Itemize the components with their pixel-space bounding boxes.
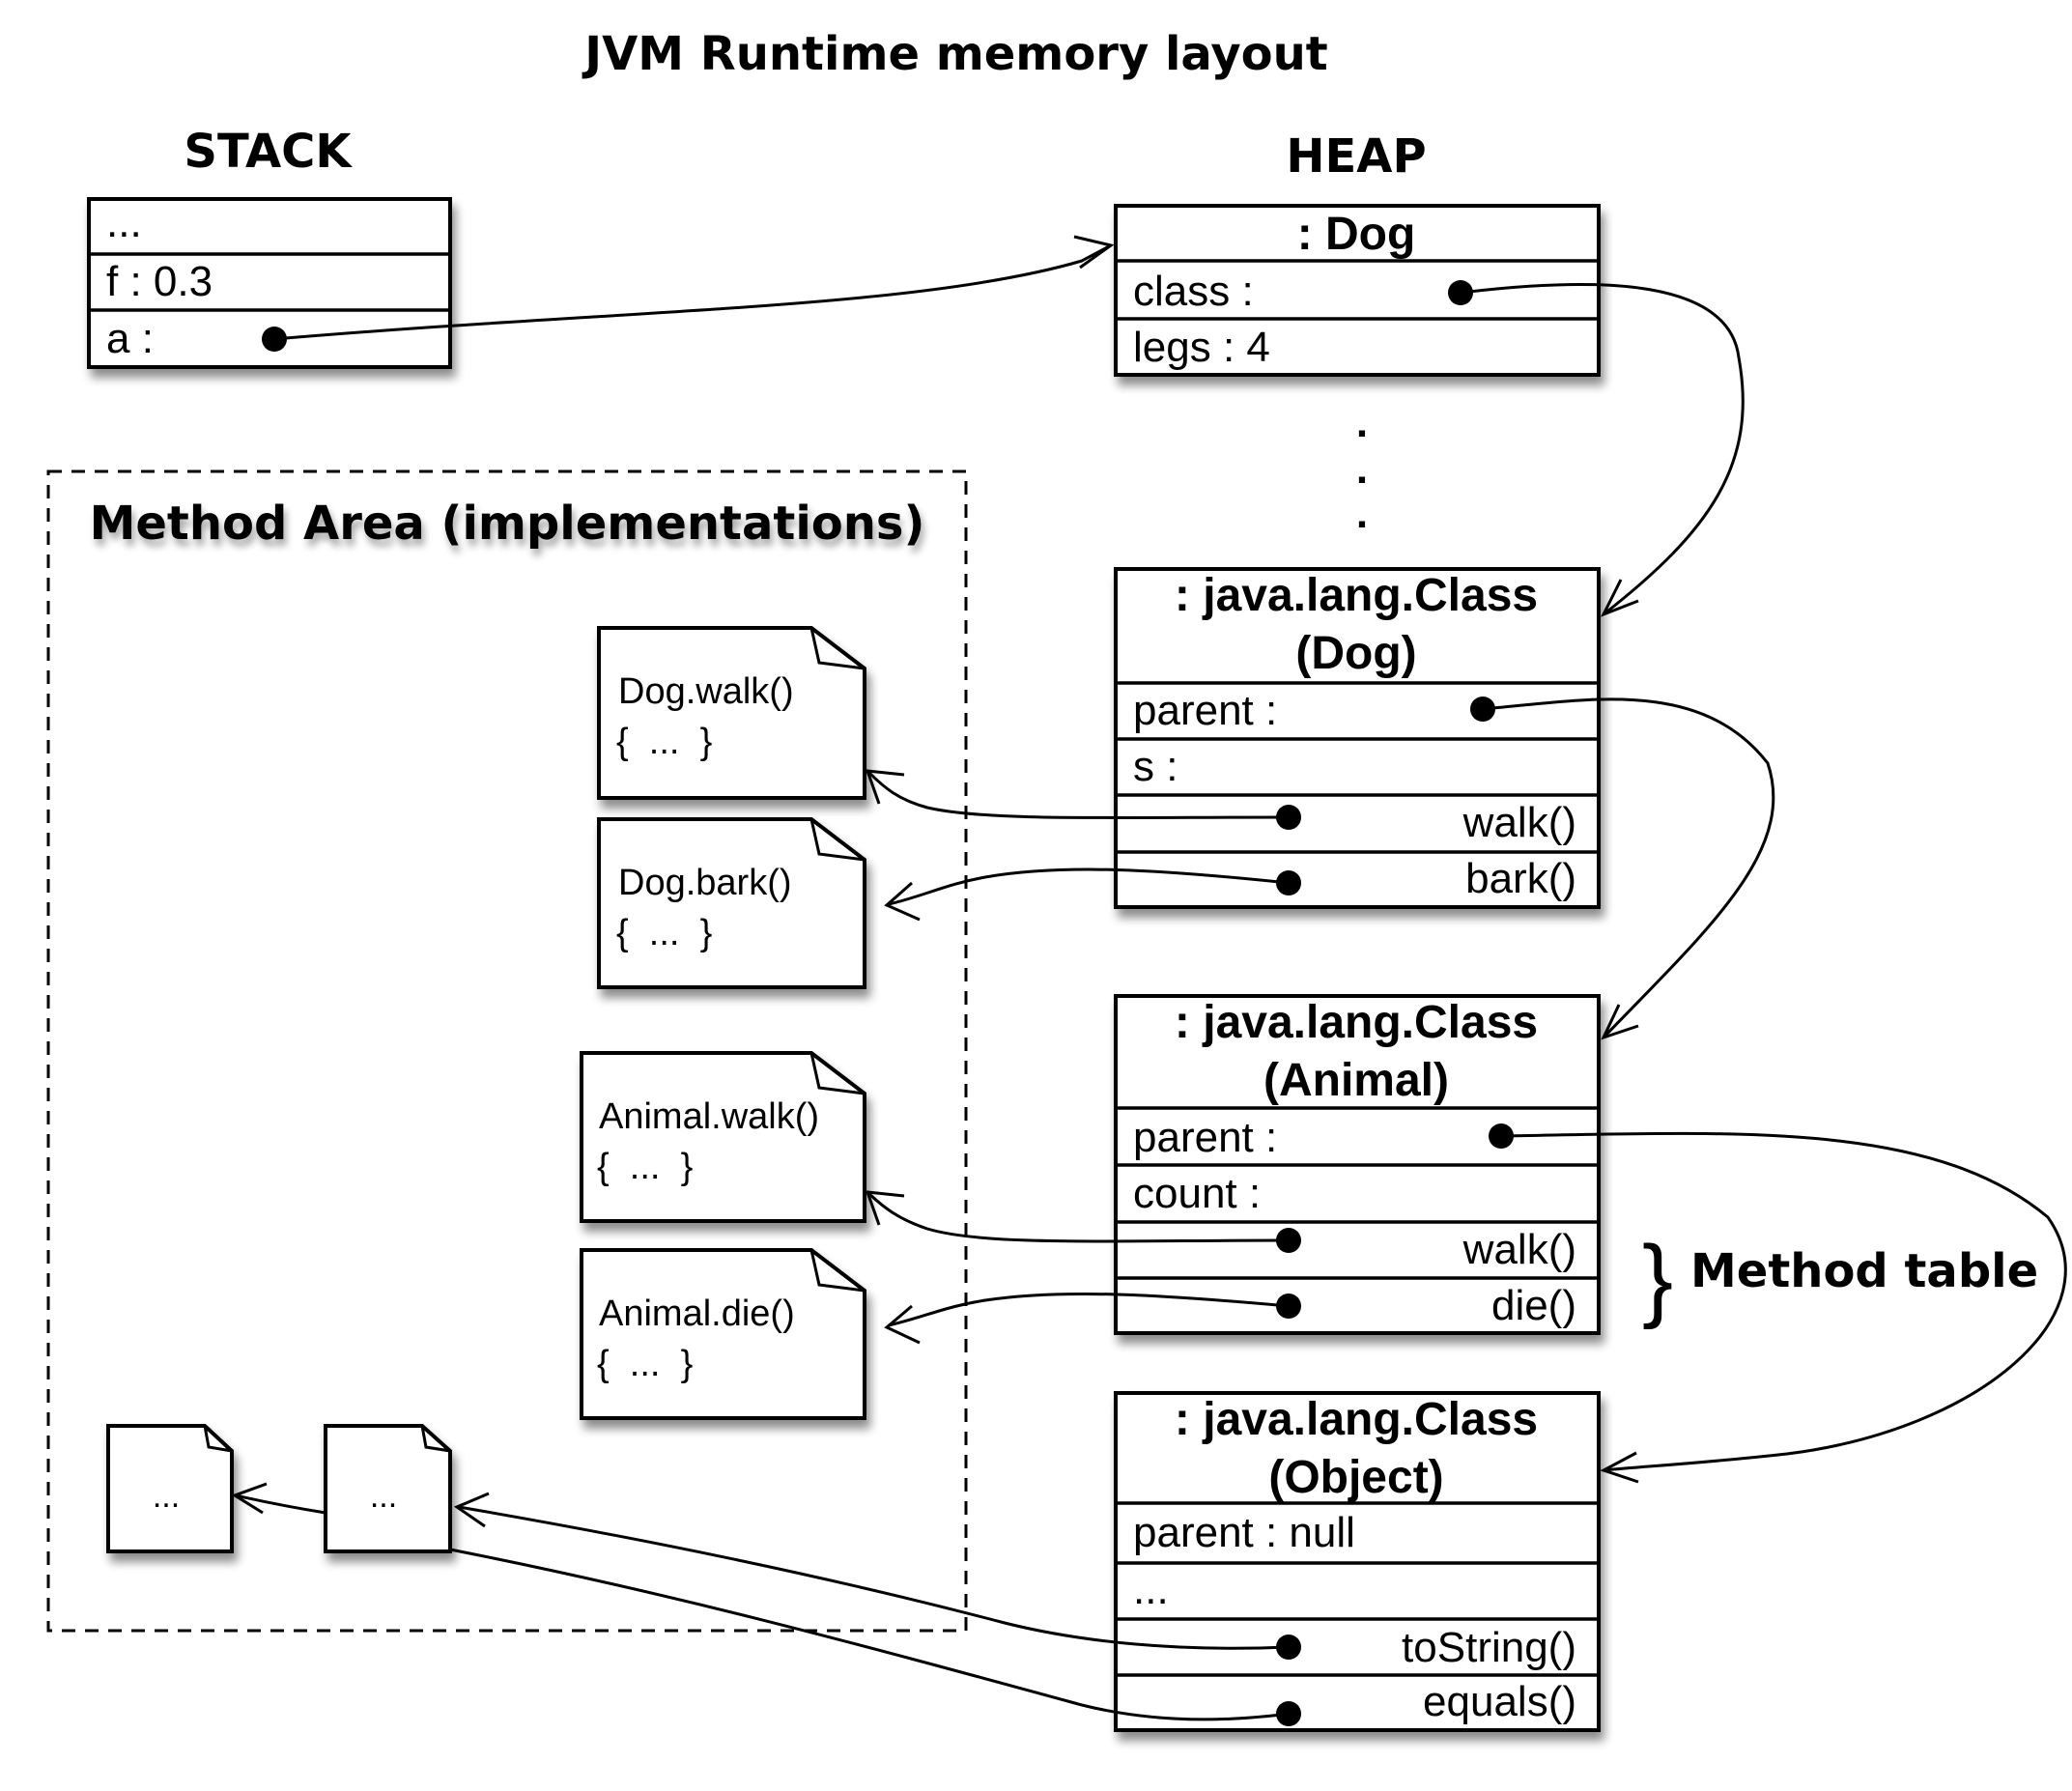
dot-dog-class-parent bbox=[1470, 696, 1495, 722]
arrowhead-animal-walk bbox=[865, 1190, 905, 1226]
animal-class-row-parent: parent : bbox=[1133, 1114, 1277, 1161]
arrow-dog-bark bbox=[888, 867, 1290, 906]
arrow-dog-walk bbox=[867, 771, 1290, 820]
arrowhead-a-to-dog bbox=[1073, 235, 1115, 270]
heap-ellipsis-dot-2: . bbox=[1356, 445, 1368, 493]
dog-object-header: : Dog bbox=[1297, 209, 1416, 260]
arrowhead-dog-parent-to-animal bbox=[1601, 1004, 1639, 1040]
arrow-misc2-to-misc1 bbox=[235, 1493, 326, 1515]
dog-object-row-legs: legs : 4 bbox=[1133, 324, 1270, 371]
arrowhead-dog-walk bbox=[865, 769, 905, 805]
stack-row-a: a : bbox=[106, 315, 154, 362]
heap-ellipsis-dot-3: . bbox=[1356, 490, 1368, 537]
arrowhead-misc2-to-misc1 bbox=[231, 1482, 268, 1515]
method-area-label: Method Area (implementations) bbox=[90, 497, 925, 551]
stack-row-f: f : 0.3 bbox=[106, 258, 213, 305]
dog-class-header-line1: : java.lang.Class bbox=[1175, 570, 1538, 621]
object-class-header-line1: : java.lang.Class bbox=[1175, 1394, 1538, 1445]
dot-object-class-tostring bbox=[1276, 1635, 1301, 1660]
dot-dog-class-walk bbox=[1276, 805, 1301, 830]
dog-class-row-bark: bark() bbox=[1465, 855, 1576, 902]
animal-class-header-line2: (Animal) bbox=[1263, 1055, 1449, 1106]
dog-object-row-class: class : bbox=[1133, 268, 1254, 315]
dog-class-row-s: s : bbox=[1133, 743, 1178, 790]
stack-header: STACK bbox=[184, 125, 353, 179]
stack-row-ellipsis: ... bbox=[106, 199, 142, 246]
note-dog-bark: Dog.bark() { ... } bbox=[597, 817, 866, 989]
reference-arrows bbox=[231, 235, 2067, 1721]
note-dog-walk: Dog.walk() { ... } bbox=[597, 626, 866, 800]
arrow-class-to-dog-class bbox=[1460, 282, 1745, 616]
arrow-animal-walk bbox=[867, 1192, 1290, 1243]
object-class-row-ellipsis: ... bbox=[1133, 1566, 1169, 1613]
dot-object-class-equals bbox=[1276, 1701, 1301, 1726]
heap-ellipsis-dot-1: . bbox=[1356, 399, 1368, 446]
dot-animal-class-parent bbox=[1489, 1123, 1514, 1149]
arrowhead-animal-parent-to-object bbox=[1600, 1451, 1639, 1484]
animal-class-row-die: die() bbox=[1491, 1282, 1576, 1329]
dog-object-box bbox=[1114, 204, 1601, 377]
method-table-brace: } bbox=[1642, 1227, 1673, 1330]
arrowhead-animal-die bbox=[884, 1304, 921, 1345]
object-class-row-equals: equals() bbox=[1423, 1678, 1576, 1725]
dot-dog-class-bark bbox=[1276, 870, 1301, 896]
note-misc-1-name: ... bbox=[153, 1478, 180, 1515]
dot-dog-class bbox=[1448, 280, 1473, 305]
object-class-row-tostring: toString() bbox=[1402, 1624, 1576, 1671]
animal-class-header-line1: : java.lang.Class bbox=[1175, 997, 1538, 1048]
stack-frame bbox=[87, 197, 452, 369]
arrow-tostring bbox=[458, 1505, 1290, 1650]
method-area-container bbox=[46, 469, 968, 1633]
object-class-row-parent: parent : null bbox=[1133, 1509, 1355, 1556]
note-animal-die: Animal.die() { ... } bbox=[580, 1248, 866, 1420]
note-dog-bark-body: { ... } bbox=[616, 913, 712, 953]
method-table-label: Method table bbox=[1690, 1244, 2038, 1298]
arrowhead-dog-bark bbox=[884, 881, 921, 922]
note-misc-2: ... bbox=[324, 1424, 452, 1553]
note-dog-bark-name: Dog.bark() bbox=[618, 863, 792, 903]
note-misc-2-name: ... bbox=[370, 1478, 397, 1515]
arrowhead-tostring bbox=[453, 1492, 490, 1528]
arrow-dog-parent-to-animal bbox=[1482, 697, 1775, 1039]
note-animal-walk-name: Animal.walk() bbox=[599, 1096, 819, 1137]
arrow-animal-parent-to-object bbox=[1500, 1131, 2067, 1472]
note-animal-die-body: { ... } bbox=[597, 1344, 693, 1384]
note-animal-walk-body: { ... } bbox=[597, 1147, 693, 1187]
dog-class-header-line2: (Dog) bbox=[1295, 628, 1416, 679]
dot-animal-class-die bbox=[1276, 1294, 1301, 1319]
heap-header: HEAP bbox=[1286, 129, 1426, 184]
arrowhead-class-to-dog-class bbox=[1600, 579, 1639, 617]
dot-stack-a bbox=[262, 327, 287, 352]
animal-class-row-count: count : bbox=[1133, 1170, 1261, 1217]
dog-class-row-parent: parent : bbox=[1133, 687, 1277, 734]
note-animal-die-name: Animal.die() bbox=[599, 1294, 795, 1334]
note-animal-walk: Animal.walk() { ... } bbox=[580, 1051, 866, 1223]
arrow-animal-die bbox=[888, 1292, 1290, 1327]
arrow-a-to-dog bbox=[273, 243, 1112, 341]
dot-animal-class-walk bbox=[1276, 1228, 1301, 1253]
note-misc-1: ... bbox=[106, 1424, 234, 1553]
note-dog-walk-name: Dog.walk() bbox=[618, 671, 794, 712]
dog-class-row-walk: walk() bbox=[1462, 799, 1576, 846]
animal-class-row-walk: walk() bbox=[1462, 1226, 1576, 1273]
arrow-equals bbox=[449, 1548, 1290, 1721]
note-dog-walk-body: { ... } bbox=[616, 722, 712, 762]
diagram-title: JVM Runtime memory layout bbox=[582, 27, 1327, 81]
object-class-header-line2: (Object) bbox=[1268, 1452, 1443, 1503]
